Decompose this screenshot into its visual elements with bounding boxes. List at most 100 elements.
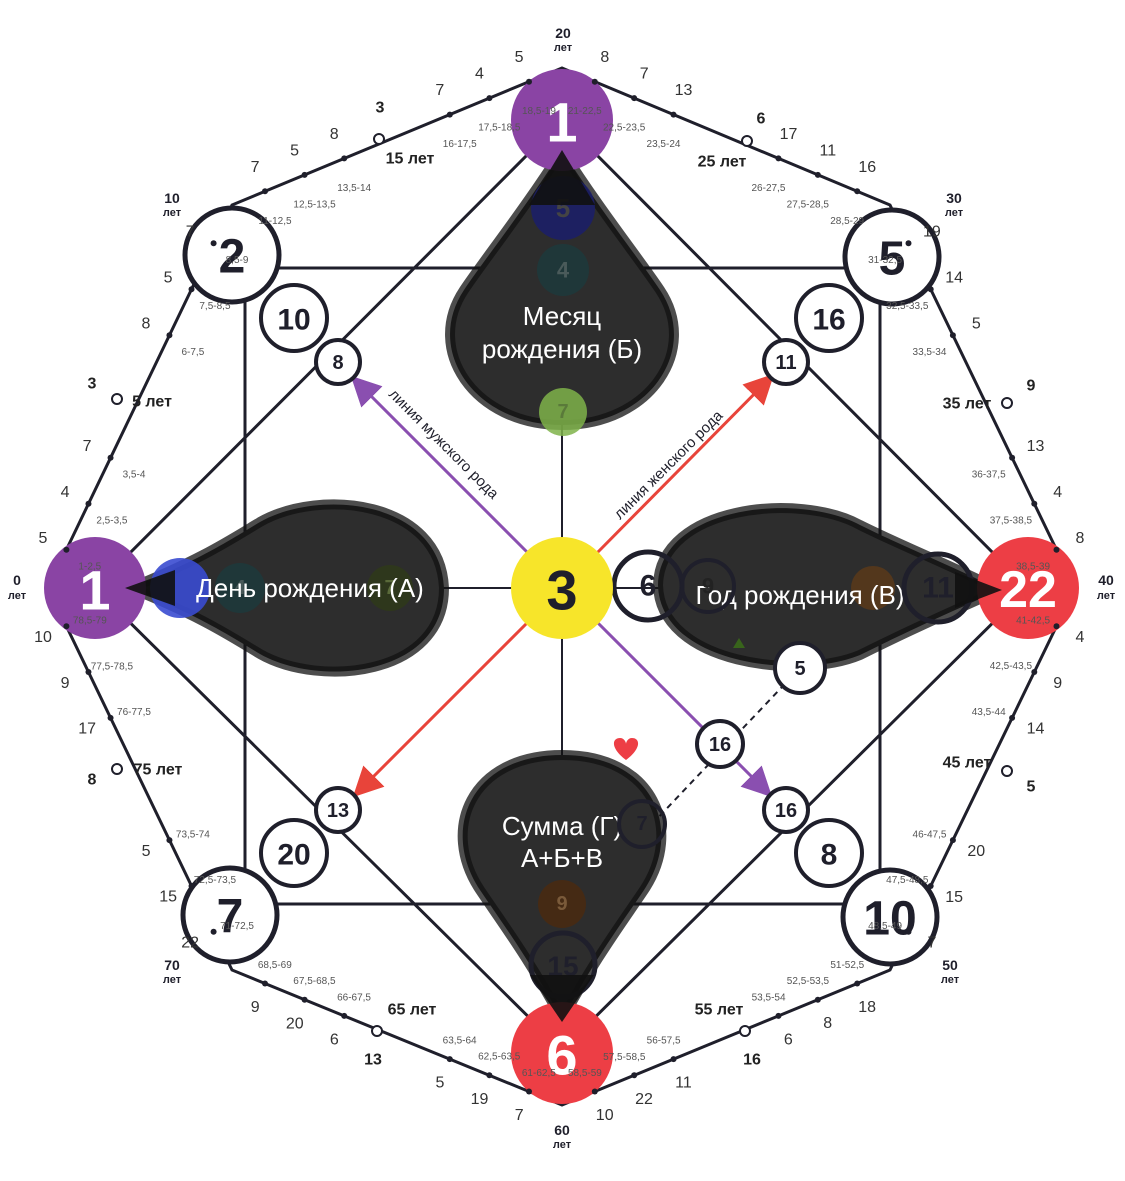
side-number: 19 bbox=[471, 1091, 489, 1108]
svg-text:16: 16 bbox=[709, 734, 731, 756]
main-node-left: 1 bbox=[44, 537, 146, 639]
svg-text:лет: лет bbox=[163, 974, 182, 986]
svg-text:7: 7 bbox=[217, 891, 244, 944]
side-number: 15 bbox=[945, 889, 963, 906]
tick-dot bbox=[1031, 669, 1038, 676]
side-number: 20 bbox=[286, 1015, 304, 1032]
tick-dot bbox=[301, 171, 308, 178]
tick-dot bbox=[526, 78, 532, 85]
side-number: 7 bbox=[515, 1107, 524, 1124]
side-number: 8 bbox=[142, 315, 151, 332]
tick-dot bbox=[166, 837, 173, 844]
side-number: 11 bbox=[675, 1075, 692, 1092]
tick-dot bbox=[949, 837, 956, 844]
side-number: 13 bbox=[675, 82, 693, 99]
svg-text:60: 60 bbox=[554, 1122, 570, 1138]
female-line-label: линия женского рода bbox=[611, 407, 727, 523]
age-10: 10 лет bbox=[163, 190, 182, 219]
side-number: 17 bbox=[78, 721, 96, 738]
tick-dot bbox=[905, 240, 912, 247]
side-number: 4 bbox=[475, 66, 484, 83]
side-number: 5 bbox=[142, 843, 151, 860]
svg-text:лет: лет bbox=[553, 1139, 572, 1151]
side-number: 8 bbox=[600, 49, 609, 66]
svg-text:9: 9 bbox=[702, 574, 714, 599]
svg-text:16: 16 bbox=[743, 1052, 761, 1069]
left-a-value: 4 bbox=[234, 577, 246, 599]
svg-text:11: 11 bbox=[922, 572, 954, 605]
side-number: 6 bbox=[330, 1031, 339, 1048]
tick-dot bbox=[949, 332, 956, 339]
tick-dot bbox=[188, 286, 195, 293]
tick-dot bbox=[486, 95, 493, 102]
tick-dot bbox=[591, 1088, 598, 1095]
tick-dot bbox=[341, 1012, 348, 1019]
main-node-center: 3 bbox=[511, 537, 613, 639]
marker-75: 75 лет 8 bbox=[88, 762, 183, 789]
svg-text:лет: лет bbox=[163, 207, 182, 219]
leaf-icon bbox=[733, 638, 745, 648]
range-label: 36-37,5 bbox=[972, 470, 1006, 481]
svg-text:лет: лет bbox=[554, 42, 573, 54]
range-label: 2,5-3,5 bbox=[96, 515, 128, 526]
tick-dot bbox=[526, 1088, 532, 1095]
svg-text:25 лет: 25 лет bbox=[698, 154, 747, 171]
svg-text:55 лет: 55 лет bbox=[695, 1002, 744, 1019]
node-br-outer: 8 bbox=[794, 818, 864, 888]
side-number: 9 bbox=[251, 999, 260, 1016]
range-label: 51-52,5 bbox=[830, 960, 864, 971]
node-bl-inner: 13 bbox=[314, 786, 362, 834]
svg-text:3: 3 bbox=[376, 100, 385, 117]
range-label: 46-47,5 bbox=[913, 829, 947, 840]
node-tl-outer: 10 bbox=[259, 283, 329, 353]
tick-dot bbox=[775, 155, 782, 162]
range-label: 7,5-8,5 bbox=[199, 301, 231, 312]
marker-5: 5 лет 3 bbox=[88, 376, 173, 411]
node-br-inner: 16 bbox=[762, 786, 810, 834]
tick-dot bbox=[188, 882, 195, 889]
range-label: 23,5-24 bbox=[647, 139, 681, 150]
main-node-right: 22 bbox=[977, 537, 1079, 639]
svg-text:5 лет: 5 лет bbox=[132, 394, 172, 411]
tick-dot bbox=[107, 714, 114, 721]
svg-text:3: 3 bbox=[546, 559, 577, 622]
node-bottom-mid: 7 bbox=[617, 799, 667, 849]
tick-dot bbox=[670, 111, 677, 118]
marker-45: 45 лет 5 bbox=[943, 755, 1036, 796]
svg-text:50: 50 bbox=[942, 957, 958, 973]
range-label: 66-67,5 bbox=[337, 992, 371, 1003]
year-drop: Год рождения (В) bbox=[652, 503, 1012, 672]
svg-text:30: 30 bbox=[946, 190, 962, 206]
side-number: 17 bbox=[780, 126, 798, 143]
side-number: 7 bbox=[640, 66, 649, 83]
range-label: 18,5-19 bbox=[522, 106, 556, 117]
side-number: 5 bbox=[972, 315, 981, 332]
arrow-tip-bottom bbox=[530, 975, 594, 1022]
svg-text:35 лет: 35 лет bbox=[943, 396, 992, 413]
svg-text:лет: лет bbox=[8, 590, 27, 602]
sum-label-1: Сумма (Г) bbox=[502, 811, 622, 841]
range-label: 33,5-34 bbox=[913, 347, 947, 358]
svg-text:22: 22 bbox=[999, 561, 1057, 619]
range-label: 48,5-49 bbox=[868, 921, 902, 932]
bottom-inner-value: 9 bbox=[556, 893, 567, 915]
tick-dot bbox=[591, 78, 598, 85]
svg-text:20: 20 bbox=[277, 839, 310, 872]
age-60: 60 лет bbox=[553, 1122, 572, 1151]
side-number: 5 bbox=[290, 142, 299, 159]
svg-text:13: 13 bbox=[364, 1052, 382, 1069]
range-label: 58,5-59 bbox=[568, 1068, 602, 1079]
top-c-value: 7 bbox=[557, 401, 568, 423]
svg-text:5: 5 bbox=[879, 233, 906, 286]
month-label-2: рождения (Б) bbox=[482, 334, 642, 364]
tick-dot bbox=[486, 1072, 493, 1079]
svg-text:1: 1 bbox=[546, 91, 577, 154]
svg-text:16: 16 bbox=[775, 800, 797, 822]
node-mid-diag: 16 bbox=[695, 719, 745, 769]
marker-15: 15 лет 3 bbox=[373, 100, 435, 168]
range-label: 26-27,5 bbox=[751, 183, 785, 194]
svg-text:16: 16 bbox=[812, 304, 845, 337]
svg-text:13: 13 bbox=[327, 800, 349, 822]
day-drop: 4 7 День рождения (А) bbox=[116, 499, 450, 677]
marker-25: 25 лет 6 bbox=[698, 111, 766, 171]
